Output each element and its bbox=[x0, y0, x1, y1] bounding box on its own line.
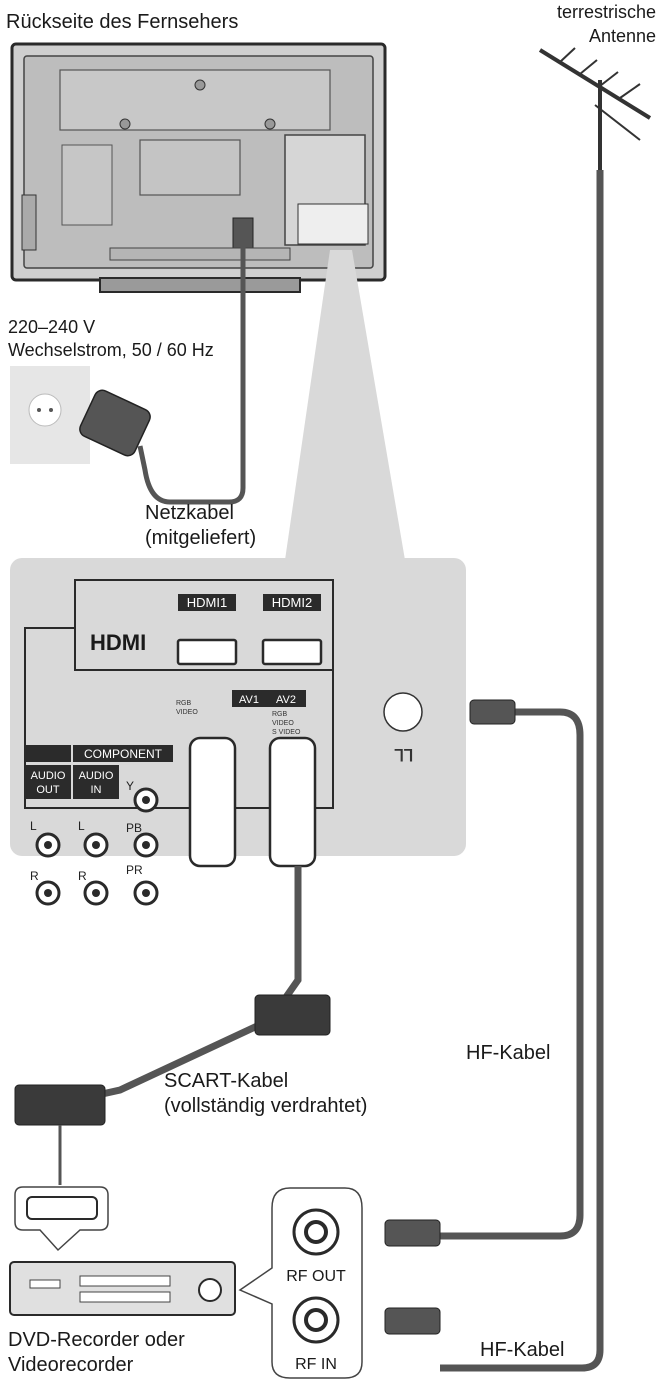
rf-plug-tv bbox=[469, 699, 516, 725]
scart-plug-tv bbox=[254, 994, 331, 1036]
power-plug-icon bbox=[79, 389, 151, 457]
tv-back bbox=[10, 42, 387, 293]
antenna-cable bbox=[440, 170, 604, 1372]
outlet-socket bbox=[28, 393, 62, 427]
rf-cable-top bbox=[440, 708, 584, 1240]
rf-in-label: RF IN bbox=[295, 1356, 337, 1373]
rf-plug-in bbox=[384, 1307, 441, 1335]
av1-video-label: VIDEO bbox=[176, 709, 198, 716]
scart-plug-recorder bbox=[14, 1084, 106, 1126]
hdmi2-label: HDMI2 bbox=[272, 595, 312, 610]
component-y-label: Y bbox=[126, 779, 134, 793]
audio-out-r-label: R bbox=[30, 869, 39, 883]
power-label-line2: Wechselstrom, 50 / 60 Hz bbox=[8, 340, 214, 360]
component-pr-label: PR bbox=[126, 863, 143, 877]
audio-in-label-line1: AUDIO bbox=[79, 770, 114, 782]
tv-back-label: Rückseite des Fernsehers bbox=[6, 11, 238, 33]
scart-cable-label-line2: (vollständig verdrahtet) bbox=[164, 1095, 367, 1117]
av2-rgb-label: RGB bbox=[272, 711, 288, 718]
audio-out-l-label: L bbox=[30, 819, 37, 833]
recorder-label-line2: Videorecorder bbox=[8, 1354, 134, 1376]
av2-svideo-label: S VIDEO bbox=[272, 729, 301, 736]
av1-rgb-label: RGB bbox=[176, 700, 192, 707]
power-cable-label-line2: (mitgeliefert) bbox=[145, 527, 256, 549]
hdmi1-port[interactable] bbox=[176, 638, 238, 666]
antenna-symbol-icon: ㄲ bbox=[391, 742, 415, 772]
av1-label: AV1 bbox=[239, 694, 259, 706]
antenna-label-line1: terrestrische bbox=[557, 2, 656, 22]
power-cable bbox=[137, 240, 246, 505]
component-label: COMPONENT bbox=[84, 747, 163, 761]
av1-scart-port[interactable] bbox=[188, 736, 237, 868]
zoom-callout bbox=[285, 250, 405, 560]
av2-scart-port[interactable] bbox=[268, 736, 317, 868]
rf-cable-bottom-label: HF-Kabel bbox=[480, 1339, 564, 1361]
av2-label: AV2 bbox=[276, 694, 296, 706]
antenna-input-jack[interactable] bbox=[383, 692, 423, 732]
audio-in-l-label: L bbox=[78, 819, 85, 833]
hdmi1-label: HDMI1 bbox=[187, 595, 227, 610]
audio-out-label-line2: OUT bbox=[36, 784, 60, 796]
audio-in-label-line2: IN bbox=[91, 784, 102, 796]
rf-plug-out bbox=[384, 1219, 441, 1247]
av2-video-label: VIDEO bbox=[272, 720, 294, 727]
antenna-icon bbox=[538, 47, 652, 170]
scart-cable bbox=[74, 866, 302, 1104]
hdmi-logo: HDMI bbox=[90, 630, 146, 655]
recorder-label-line1: DVD-Recorder oder bbox=[8, 1329, 185, 1351]
antenna-label-line2: Antenne bbox=[589, 26, 656, 46]
recorder-device bbox=[9, 1261, 236, 1316]
scart-cable-label-line1: SCART-Kabel bbox=[164, 1070, 288, 1092]
rf-cable-top-label: HF-Kabel bbox=[466, 1042, 550, 1064]
rf-out-label: RF OUT bbox=[286, 1268, 346, 1285]
audio-in-r-label: R bbox=[78, 869, 87, 883]
audio-out-label-line1: AUDIO bbox=[31, 770, 66, 782]
hdmi2-port[interactable] bbox=[261, 638, 323, 666]
component-pb-label: PB bbox=[126, 821, 142, 835]
rca-jacks bbox=[35, 787, 159, 906]
power-label-line1: 220–240 V bbox=[8, 317, 95, 337]
power-cable-label-line1: Netzkabel bbox=[145, 502, 234, 524]
